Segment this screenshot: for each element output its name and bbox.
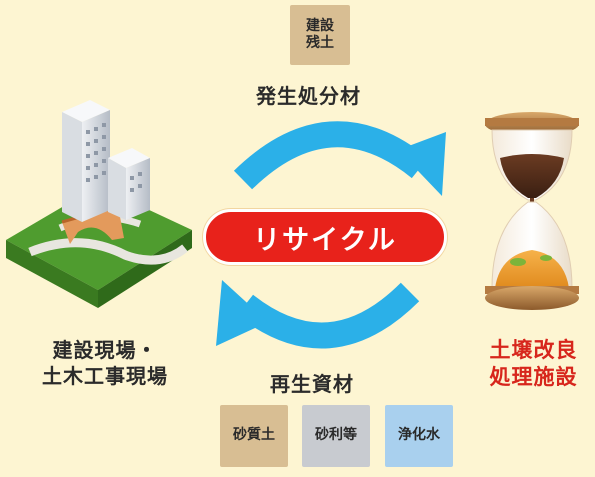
top-cycle-arrow [233,121,446,196]
soil-treatment-facility-label: 土壌改良 処理施設 [476,337,591,392]
construction-site-label: 建設現場・ 土木工事現場 [20,337,190,389]
construction-soil-tag-line2: 残土 [306,35,334,51]
construction-soil-tag-line1: 建設 [306,17,334,34]
construction-site-icon [6,100,192,308]
construction-site-label-line1: 建設現場・ [52,338,158,362]
construction-soil-tag: 建設 残土 [290,5,350,65]
recycle-badge: リサイクル [203,209,447,265]
recycled-material-heading: 再生資材 [270,372,354,396]
material-gravel: 砂利等 [302,405,370,467]
disposal-material-heading: 発生処分材 [256,84,361,108]
material-purified-water: 浄化水 [385,405,453,467]
soil-treatment-facility-label-line2: 処理施設 [489,365,578,390]
soil-treatment-facility-label-line1: 土壌改良 [489,338,578,362]
bottom-cycle-arrow [216,280,420,349]
hourglass-icon [485,112,579,310]
material-sandy-soil: 砂質土 [220,405,288,467]
construction-site-label-line2: 土木工事現場 [42,364,168,388]
